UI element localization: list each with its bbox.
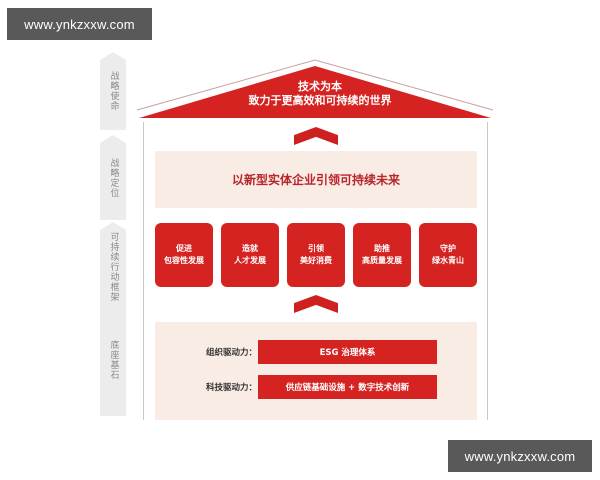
pillar-subtitle: 人才发展 <box>234 256 266 265</box>
pillar-better-consumption: 引领 美好消费 <box>287 223 345 287</box>
roof-line-2: 致力于更高效和可持续的世界 <box>248 94 392 107</box>
roof <box>136 59 494 118</box>
pillar-subtitle: 高质量发展 <box>362 256 402 265</box>
pillar-title: 引领 <box>308 244 324 253</box>
foundation-band: 组织驱动力： ESG 治理体系 科技驱动力： 供应链基础设施 + 数字技术创新 <box>155 322 477 420</box>
foundation-row-organization: 组织驱动力： ESG 治理体系 <box>155 340 437 364</box>
pillar-subtitle: 绿水青山 <box>432 256 464 265</box>
side-label-foundation: 底座基石 <box>100 304 126 416</box>
pillar-inclusive-development: 促进 包容性发展 <box>155 223 213 287</box>
pillar-title: 造就 <box>242 244 258 253</box>
house-frame <box>143 122 488 420</box>
pillar-talent-development: 造就 人才发展 <box>221 223 279 287</box>
positioning-text: 以新型实体企业引领可持续未来 <box>231 173 400 187</box>
foundation-row-value: 供应链基础设施 + 数字技术创新 <box>258 375 437 399</box>
foundation-row-label: 组织驱动力： <box>205 348 257 358</box>
watermark-top-left: www.ynkzxxw.com <box>7 8 152 40</box>
roof-mission-text: 技术为本 致力于更高效和可持续的世界 <box>220 80 420 108</box>
positioning-band: 以新型实体企业引领可持续未来 <box>155 151 477 208</box>
side-label-action-framework: 可持续行动框架 <box>100 222 126 312</box>
side-label-text: 战略定位 <box>108 157 119 198</box>
pillar-green-environment: 守护 绿水青山 <box>419 223 477 287</box>
foundation-row-technology: 科技驱动力： 供应链基础设施 + 数字技术创新 <box>155 375 437 399</box>
pillar-subtitle: 包容性发展 <box>164 256 204 265</box>
side-label-text: 可持续行动框架 <box>108 232 119 302</box>
side-label-strategic-positioning: 战略定位 <box>100 135 126 220</box>
side-label-strategic-mission: 战略使命 <box>100 52 126 130</box>
pillar-title: 助推 <box>374 244 390 253</box>
foundation-row-value: ESG 治理体系 <box>258 340 437 364</box>
foundation-row-label: 科技驱动力： <box>205 383 257 393</box>
pillar-title: 守护 <box>440 244 456 253</box>
chevron-up-icon <box>294 295 338 313</box>
watermark-bottom-right: www.ynkzxxw.com <box>448 440 592 472</box>
pillar-title: 促进 <box>176 244 192 253</box>
pillar-high-quality-development: 助推 高质量发展 <box>353 223 411 287</box>
action-pillars: 促进 包容性发展 造就 人才发展 引领 美好消费 助推 高质量发展 守护 绿水青… <box>155 223 477 287</box>
side-label-text: 底座基石 <box>108 340 119 380</box>
side-label-text: 战略使命 <box>108 71 119 111</box>
pillar-subtitle: 美好消费 <box>300 256 332 265</box>
chevron-up-icon <box>294 127 338 145</box>
roof-line-1: 技术为本 <box>298 80 342 93</box>
